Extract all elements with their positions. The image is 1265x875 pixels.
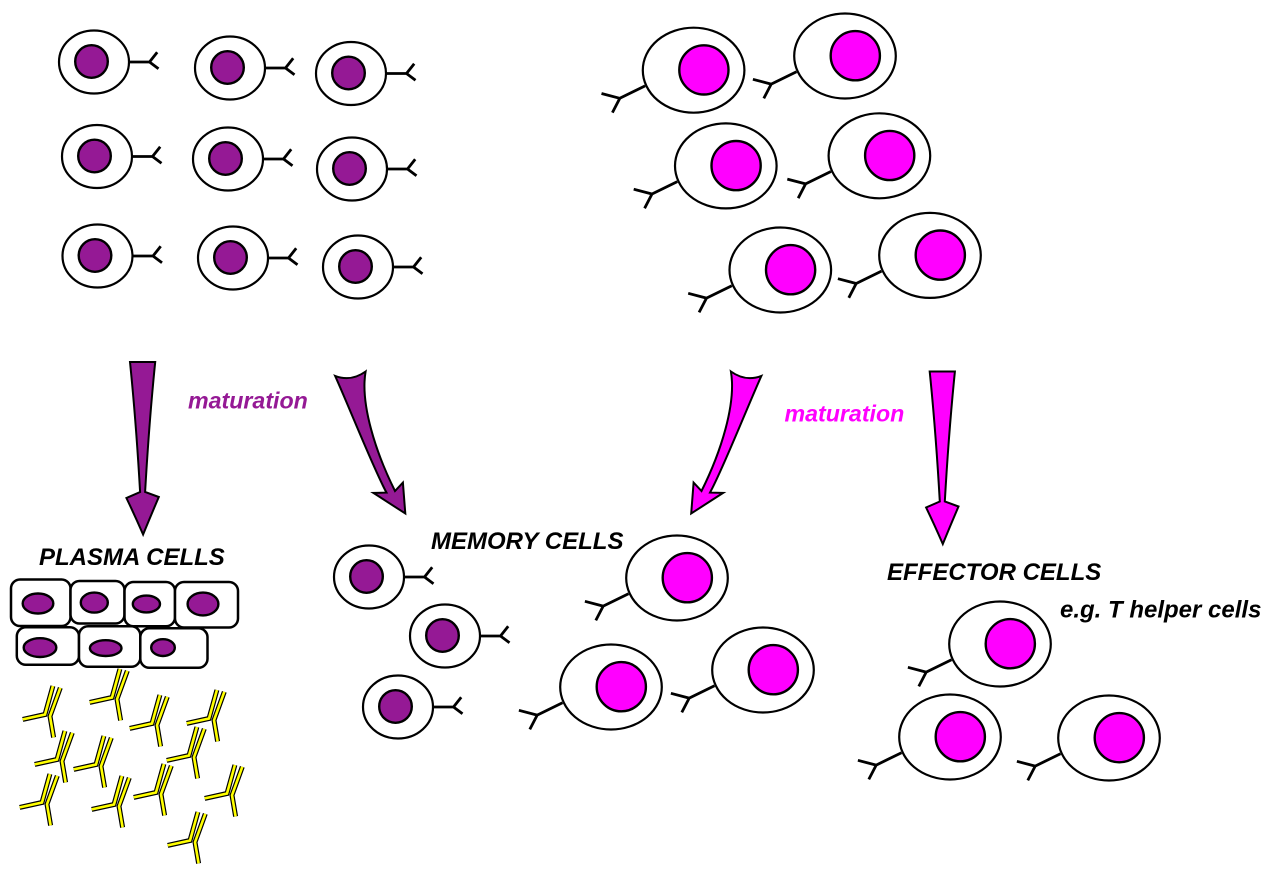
svg-text:maturation: maturation (785, 401, 905, 427)
svg-text:MEMORY CELLS: MEMORY CELLS (431, 528, 623, 555)
svg-text:EFFECTOR CELLS: EFFECTOR CELLS (887, 559, 1101, 586)
svg-text:PLASMA CELLS: PLASMA CELLS (39, 544, 225, 571)
svg-text:e.g. T helper cells: e.g. T helper cells (1060, 597, 1261, 624)
svg-text:maturation: maturation (188, 388, 308, 414)
